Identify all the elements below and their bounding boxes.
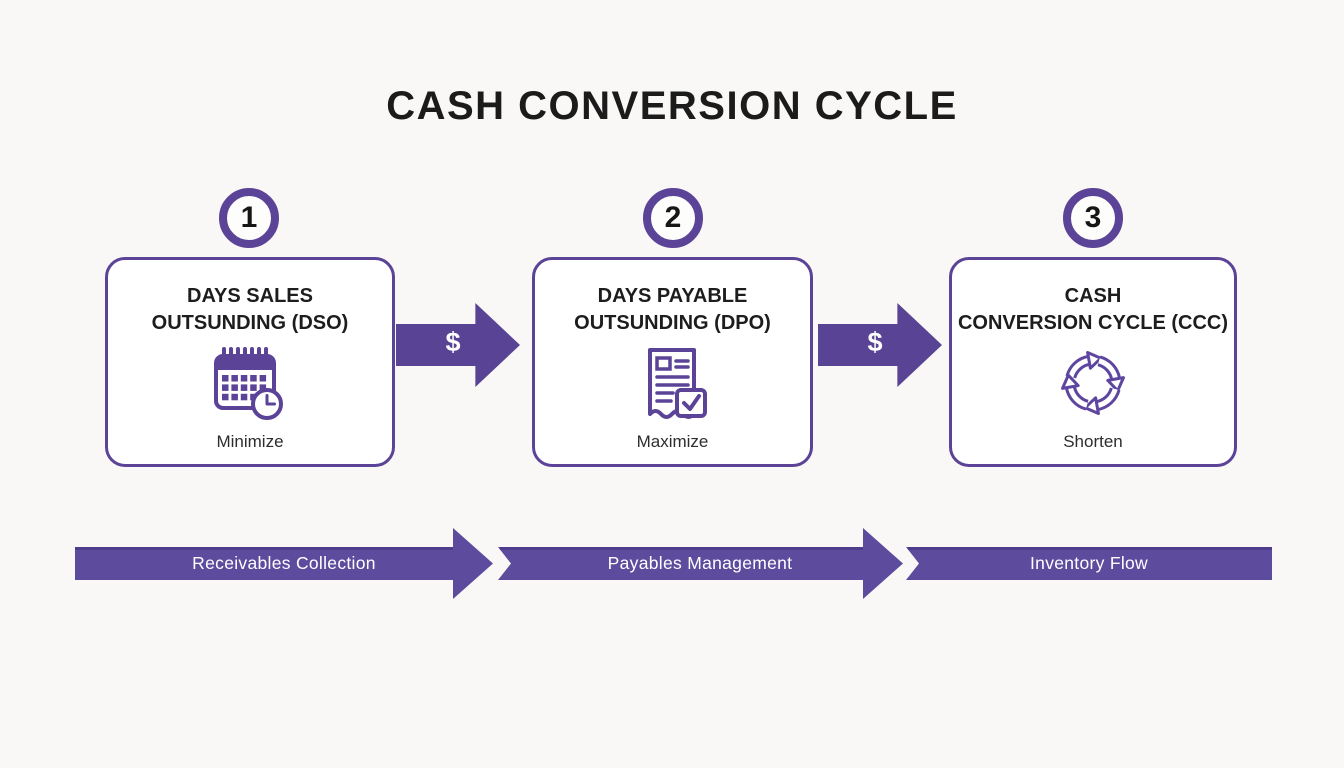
step-box-dso: DAYS SALES OUTSUNDING (DSO) [105,257,395,467]
step-heading-ccc-line2: CONVERSION CYCLE (CCC) [957,312,1228,334]
step-heading-dso: DAYS SALES OUTSUNDING (DSO) [152,283,349,337]
step-heading-dpo: DAYS PAYABLE OUTSUNDING (DPO) [574,283,771,337]
step-3-number-badge: 3 [1063,188,1123,248]
step-3-number: 3 [1084,201,1102,234]
step-heading-ccc-line1: CASH [1064,285,1122,307]
step-2-number-badge: 2 [643,188,703,248]
page-title: CASH CONVERSION CYCLE [386,84,958,128]
dollar-icon: $ [445,326,461,357]
step-heading-dso-line1: DAYS SALES [187,285,313,307]
cycle-arrows-icon [1053,343,1133,425]
step-heading-ccc: CASH CONVERSION CYCLE (CCC) [958,283,1228,337]
step-heading-dpo-line1: DAYS PAYABLE [597,285,748,307]
step-1-number-badge: 1 [219,188,279,248]
invoice-check-icon [633,343,713,425]
step-action-dpo: Maximize [636,432,709,451]
step-box-ccc: CASH CONVERSION CYCLE (CCC) Shorten [949,257,1237,467]
flow-bar-segment-2-shape [498,528,903,599]
step-heading-dpo-line2: OUTSUNDING (DPO) [574,312,771,334]
dollar-arrow-2: $ [818,303,942,387]
step-1-number: 1 [240,201,258,234]
flow-label-receivables: Receivables Collection [192,553,376,573]
flow-bar-segment-3-shape [906,547,1272,580]
dollar-icon: $ [867,326,883,357]
flow-label-payables: Payables Management [607,553,793,573]
step-action-dso: Minimize [216,432,284,451]
step-2-number: 2 [664,201,682,234]
flow-bar-segment-1-shape [75,528,493,599]
dollar-arrow-1: $ [396,303,520,387]
step-heading-dso-line2: OUTSUNDING (DSO) [151,312,349,334]
flow-bar [75,528,1272,599]
flow-label-inventory: Inventory Flow [1030,553,1148,573]
step-action-ccc: Shorten [1063,432,1123,451]
calendar-clock-icon [210,343,290,425]
step-box-dpo: DAYS PAYABLE OUTSUNDING (DPO) Maximize [532,257,813,467]
